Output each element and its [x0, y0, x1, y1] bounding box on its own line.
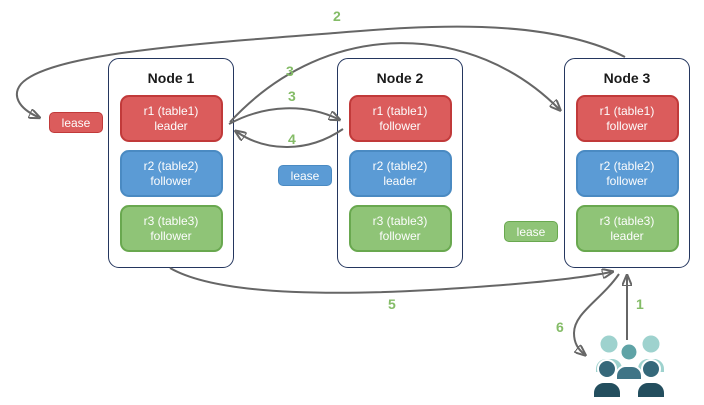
arrow-step-5 — [169, 267, 611, 294]
step-label-6: 6 — [556, 319, 564, 335]
lease-badge-blue: lease — [278, 165, 332, 186]
step-label-3b: 3 — [288, 88, 296, 104]
replica-label: r2 (table2) — [372, 158, 428, 173]
replica-role: follower — [150, 173, 192, 188]
node-1-replica-r3: r3 (table3) follower — [119, 205, 223, 252]
replica-label: r3 (table3) — [372, 213, 428, 228]
node-2-replica-r3: r3 (table3) follower — [348, 205, 452, 252]
replica-role: leader — [383, 173, 417, 188]
node-1-replica-r2: r2 (table2) follower — [119, 150, 223, 197]
replica-label: r2 (table2) — [143, 158, 199, 173]
replica-role: follower — [150, 228, 192, 243]
node-1: Node 1 r1 (table1) leader r2 (table2) fo… — [108, 58, 234, 268]
replica-label: r3 (table3) — [599, 213, 655, 228]
step-label-5: 5 — [388, 296, 396, 312]
replica-label: r1 (table1) — [599, 103, 655, 118]
lease-badge-green: lease — [504, 221, 558, 242]
node-1-replica-r1: r1 (table1) leader — [119, 95, 223, 142]
replica-role: follower — [379, 228, 421, 243]
node-2: Node 2 r1 (table1) follower r2 (table2) … — [337, 58, 463, 268]
node-2-title: Node 2 — [376, 70, 424, 86]
step-label-3a: 3 — [286, 63, 294, 79]
node-1-title: Node 1 — [147, 70, 195, 86]
replica-label: r1 (table1) — [372, 103, 428, 118]
node-3-replica-r2: r2 (table2) follower — [575, 150, 679, 197]
replica-role: leader — [610, 228, 644, 243]
node-3-replica-r1: r1 (table1) follower — [575, 95, 679, 142]
step-label-2: 2 — [333, 8, 341, 24]
users-group-icon — [590, 333, 668, 399]
step-label-4: 4 — [288, 131, 296, 147]
replica-label: r3 (table3) — [143, 213, 199, 228]
step-label-1: 1 — [636, 296, 644, 312]
replica-role: follower — [606, 118, 648, 133]
replica-label: r2 (table2) — [599, 158, 655, 173]
replica-role: follower — [379, 118, 421, 133]
replica-role: follower — [606, 173, 648, 188]
node-2-replica-r2: r2 (table2) leader — [348, 150, 452, 197]
node-3-replica-r3: r3 (table3) leader — [575, 205, 679, 252]
node-3: Node 3 r1 (table1) follower r2 (table2) … — [564, 58, 690, 268]
replica-role: leader — [154, 118, 188, 133]
arrow-step-3-to-node2 — [228, 107, 338, 125]
lease-badge-red: lease — [49, 112, 103, 133]
node-3-title: Node 3 — [603, 70, 651, 86]
node-2-replica-r1: r1 (table1) follower — [348, 95, 452, 142]
replica-label: r1 (table1) — [143, 103, 199, 118]
